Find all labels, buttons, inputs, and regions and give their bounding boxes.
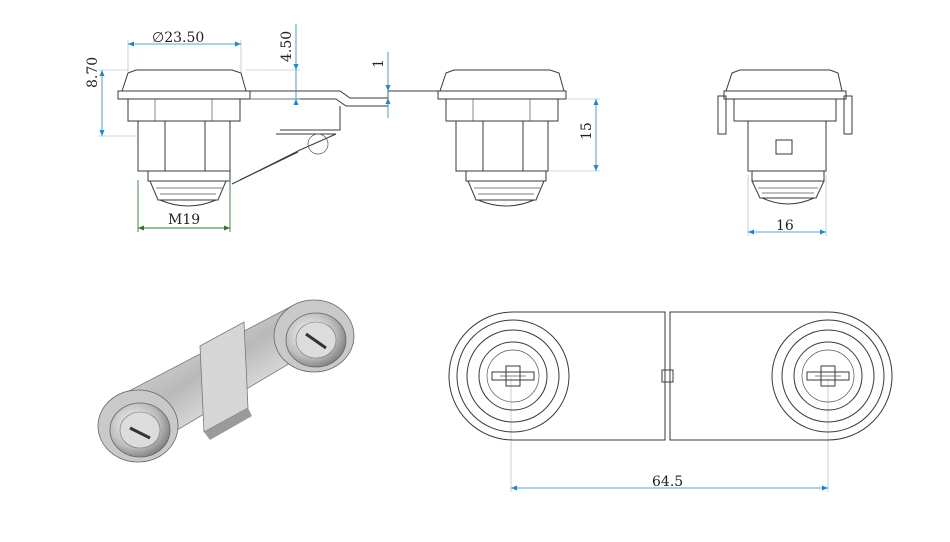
- thread-label: M19: [168, 212, 200, 228]
- flange-label: 4.50: [279, 31, 295, 62]
- thread-dimension: [137, 180, 231, 232]
- front-view-right-lock: [437, 69, 567, 207]
- side-view-lock: [717, 69, 853, 205]
- bracket-side: [231, 90, 440, 185]
- width-label: 16: [776, 218, 794, 234]
- dimension-lines: [98, 24, 829, 492]
- center-distance-label: 64.5: [652, 474, 683, 490]
- top-view: [448, 311, 893, 441]
- thickness-label: 1: [371, 59, 387, 68]
- front-view-left-lock: [117, 69, 251, 207]
- diameter-label: ∅23.50: [152, 30, 204, 46]
- length-label: 15: [579, 122, 595, 140]
- product-photo: [97, 299, 355, 463]
- height-left-label: 8.70: [85, 57, 101, 88]
